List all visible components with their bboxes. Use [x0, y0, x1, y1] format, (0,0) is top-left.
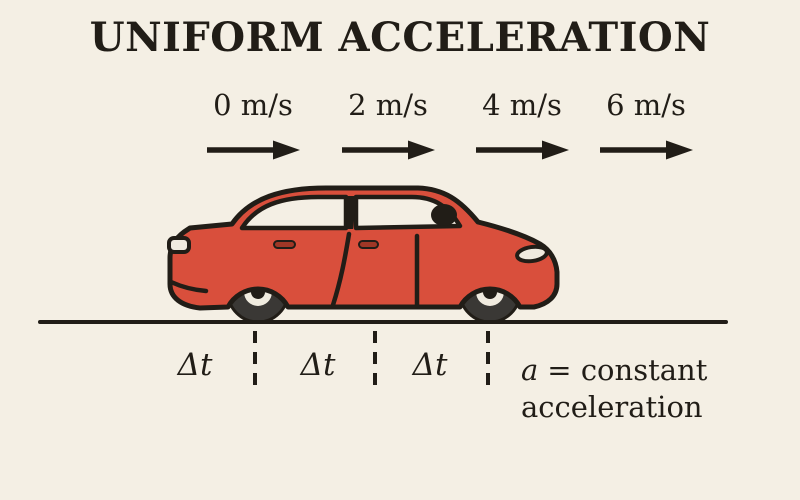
seat-silhouette: [431, 204, 457, 226]
interval-divider-dashed-line: [373, 331, 377, 393]
door-handle-front: [358, 240, 379, 249]
velocity-label: 6 m/s: [606, 88, 686, 122]
door-handle-rear: [273, 240, 296, 249]
equation-line2: acceleration: [521, 390, 703, 424]
velocity-group-1: 2 m/s: [323, 88, 453, 161]
velocity-group-3: 6 m/s: [581, 88, 711, 161]
interval-divider-dashed-line: [253, 331, 257, 393]
interval-divider-dashed-line: [486, 331, 490, 393]
equation: a= constant acceleration: [521, 352, 707, 426]
equation-rest: = constant: [547, 353, 708, 387]
velocity-label: 4 m/s: [482, 88, 562, 122]
velocity-label: 2 m/s: [348, 88, 428, 122]
page-title: UNIFORM ACCELERATION: [89, 14, 711, 61]
ground-line: [38, 320, 728, 324]
velocity-arrow-icon: [475, 140, 569, 160]
car-illustration: [167, 185, 560, 324]
equation-line1: a= constant: [521, 352, 707, 389]
b-pillar: [345, 196, 357, 229]
velocity-arrow-icon: [341, 140, 435, 160]
taillight: [167, 236, 191, 254]
velocity-label: 0 m/s: [213, 88, 293, 122]
rear-bumper-line: [168, 279, 209, 294]
equation-variable: a: [521, 353, 539, 387]
velocity-group-0: 0 m/s: [188, 88, 318, 161]
rear-window: [239, 194, 349, 231]
headlight: [515, 244, 549, 264]
interval-label: Δt: [412, 347, 448, 383]
door-seam-rear: [330, 231, 352, 308]
interval-label: Δt: [300, 347, 336, 383]
interval-label: Δt: [177, 347, 213, 383]
velocity-arrow-icon: [206, 140, 300, 160]
velocity-arrow-icon: [599, 140, 693, 160]
velocity-group-2: 4 m/s: [457, 88, 587, 161]
